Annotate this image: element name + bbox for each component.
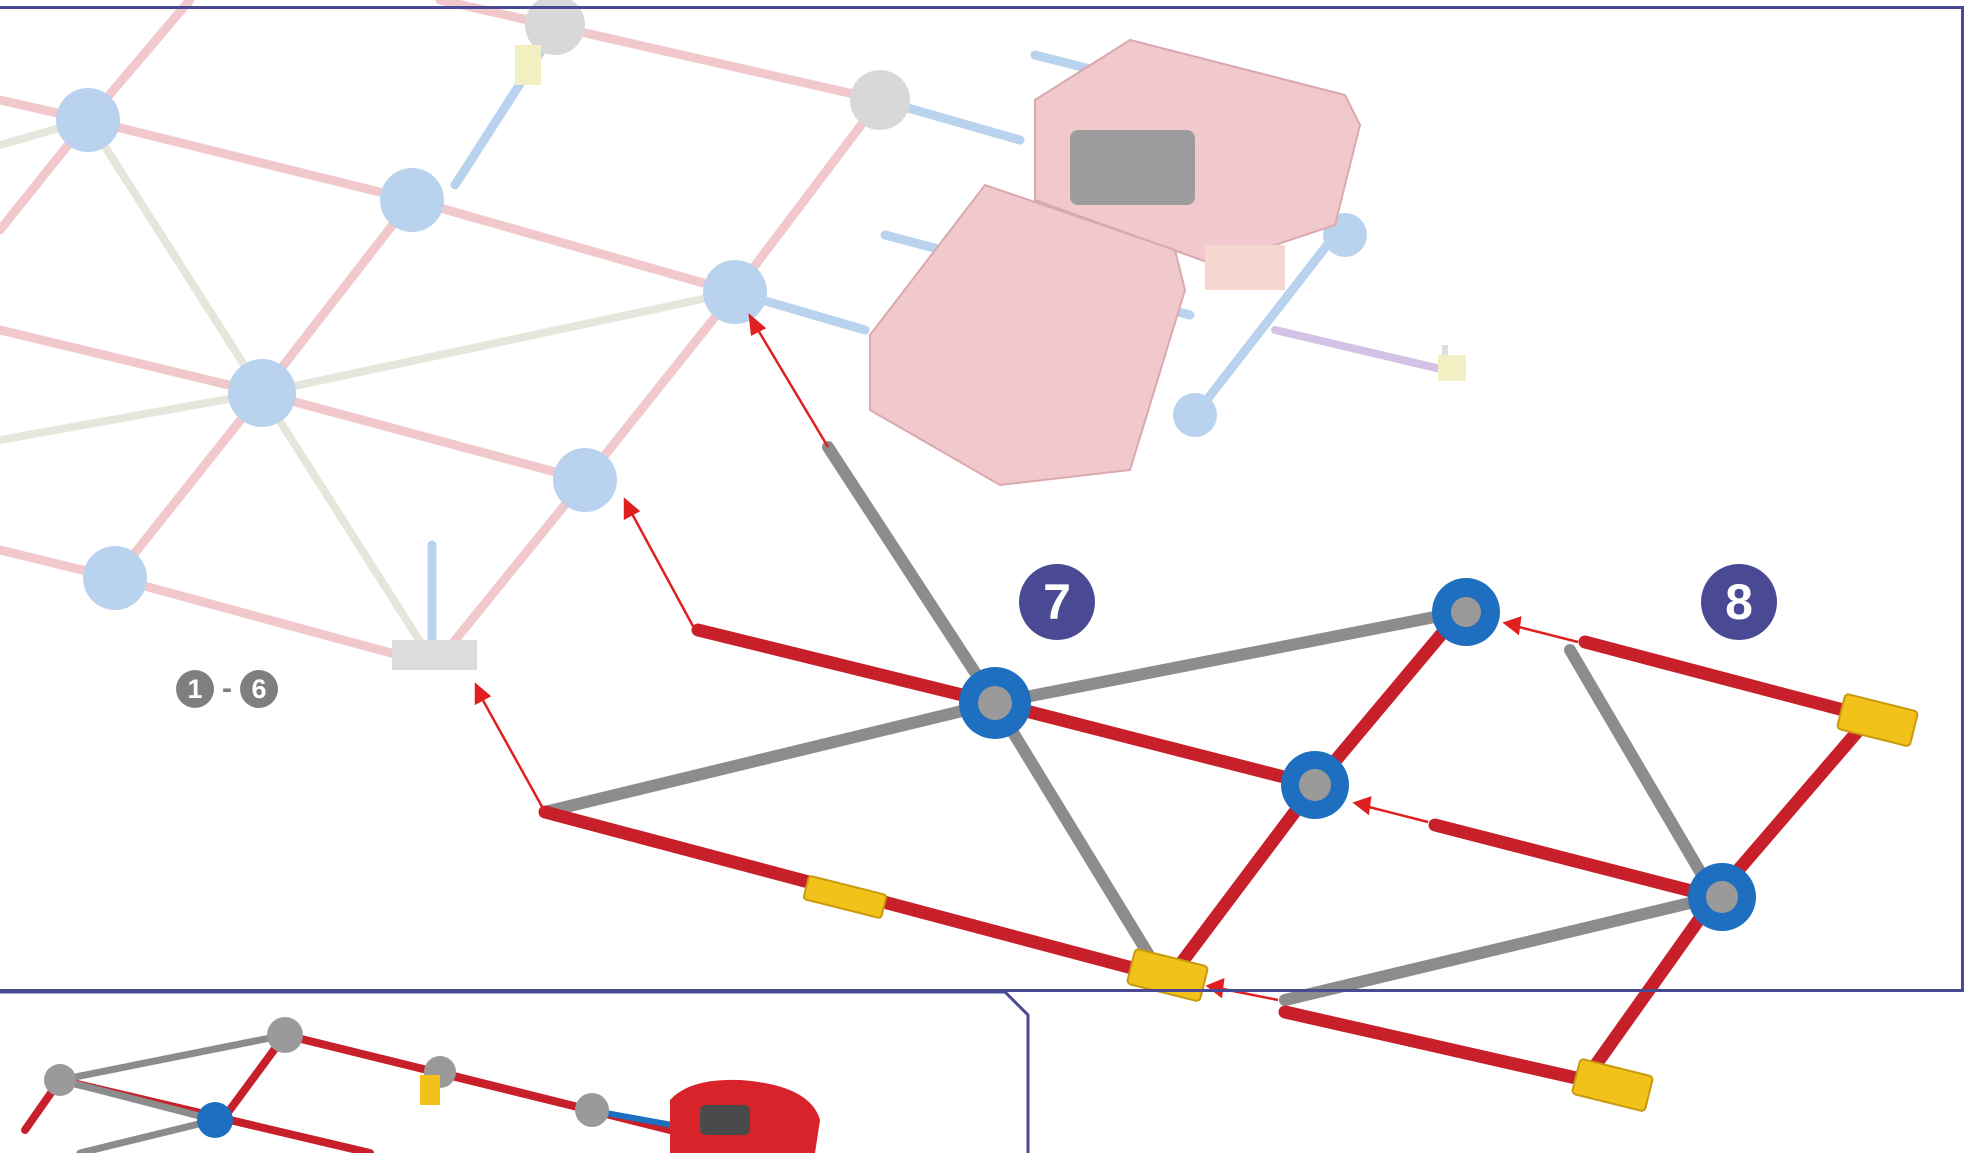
ghost-hub bbox=[703, 260, 767, 324]
yellow-connector bbox=[802, 875, 888, 919]
yellow-connector bbox=[1836, 693, 1919, 747]
arrow-head bbox=[1502, 616, 1522, 636]
step-number-badge: 7 bbox=[1019, 564, 1095, 640]
ghost-rod bbox=[435, 0, 885, 105]
step-number-badge: 8 bbox=[1701, 564, 1777, 640]
red-rod bbox=[988, 696, 1322, 792]
inset-hub bbox=[267, 1017, 303, 1053]
red-rod bbox=[1278, 1005, 1592, 1087]
grey-rod bbox=[539, 697, 1001, 818]
ghost-rod bbox=[110, 388, 267, 583]
ghost-hub bbox=[1173, 393, 1217, 437]
ghost-connector bbox=[515, 45, 541, 85]
blue-connector-cap bbox=[978, 686, 1012, 720]
red-rod bbox=[691, 623, 1002, 710]
step-number: 8 bbox=[1725, 574, 1753, 630]
arrow bbox=[628, 509, 696, 629]
arrow-head bbox=[623, 497, 641, 521]
ghost-rod bbox=[258, 288, 739, 397]
inset-hub bbox=[44, 1064, 76, 1096]
ghost-hub bbox=[83, 546, 147, 610]
arrow bbox=[1217, 986, 1279, 1002]
arrow bbox=[753, 324, 830, 448]
ghost-motor-lower bbox=[869, 183, 1285, 487]
arrow-head bbox=[748, 312, 767, 336]
red-rod bbox=[1428, 818, 1722, 904]
ghost-rod bbox=[730, 95, 885, 297]
ghost-rod bbox=[1271, 326, 1449, 374]
previous-steps-label: 1 - 6 bbox=[176, 670, 278, 708]
assembly-arrows bbox=[474, 312, 1579, 1002]
ghost-connector bbox=[392, 640, 477, 670]
ghost-rod bbox=[84, 116, 266, 397]
arrow bbox=[1514, 624, 1579, 644]
ghost-rod bbox=[257, 195, 417, 398]
inset-rod bbox=[76, 1116, 219, 1153]
ghost-rod bbox=[110, 573, 440, 670]
ghost-rod bbox=[580, 287, 740, 485]
ghost-hub bbox=[850, 70, 910, 130]
grey-rod bbox=[1564, 644, 1721, 903]
step-number: 7 bbox=[1043, 574, 1071, 630]
yellow-connector bbox=[1126, 948, 1209, 1002]
previous-step-separator: - bbox=[222, 672, 232, 705]
red-rod bbox=[1308, 605, 1467, 792]
ghost-hub bbox=[56, 88, 120, 152]
blue-connector-cap bbox=[1451, 597, 1481, 627]
arrow-head bbox=[1352, 796, 1372, 816]
new-parts bbox=[474, 312, 1919, 1112]
arrow-head bbox=[474, 682, 492, 706]
grey-rod bbox=[989, 697, 1161, 971]
yellow-connector bbox=[1571, 1058, 1654, 1112]
blue-connector-cap bbox=[1299, 769, 1331, 801]
ghost-rod bbox=[430, 475, 590, 670]
red-rod bbox=[1163, 778, 1322, 985]
ghost-rod bbox=[257, 388, 590, 485]
inset-rod bbox=[426, 1066, 694, 1139]
grey-rod bbox=[1279, 891, 1721, 1006]
inset-border bbox=[0, 990, 1030, 1153]
red-rod bbox=[1578, 635, 1877, 724]
ghost-rod bbox=[1190, 230, 1340, 420]
ghost-hub bbox=[553, 448, 617, 512]
ghost-hub bbox=[228, 359, 296, 427]
previous-step-start: 1 bbox=[176, 670, 214, 708]
ghost-motor-upper bbox=[1034, 38, 1362, 267]
ghost-rod bbox=[0, 389, 266, 444]
ghost-hub bbox=[525, 0, 585, 55]
arrow-head bbox=[1205, 978, 1225, 999]
inset-preview bbox=[0, 990, 1030, 1153]
ghost-hub bbox=[380, 168, 444, 232]
red-rod bbox=[1708, 710, 1877, 904]
ghost-hubs bbox=[56, 0, 1466, 670]
ghost-rod bbox=[258, 389, 439, 669]
previous-step-end: 6 bbox=[240, 670, 278, 708]
arrow bbox=[478, 694, 547, 813]
inset-connector bbox=[420, 1075, 440, 1105]
grey-rod bbox=[822, 441, 1001, 709]
inset-rod bbox=[56, 1031, 289, 1084]
blue-connectors bbox=[959, 578, 1756, 931]
inset-rod bbox=[56, 1076, 219, 1124]
ghost-connector bbox=[1438, 355, 1466, 381]
red-rod bbox=[1578, 890, 1722, 1087]
grey-rod bbox=[989, 606, 1466, 709]
ghost-structure bbox=[0, 0, 1466, 670]
ghost-rod bbox=[0, 325, 267, 398]
ghost-rod bbox=[407, 195, 740, 297]
blue-connector-cap bbox=[1706, 881, 1738, 913]
inset-hub bbox=[575, 1093, 609, 1127]
inset-hub bbox=[197, 1102, 233, 1138]
ghost-rod bbox=[83, 115, 417, 205]
yellow-connectors bbox=[802, 693, 1919, 1112]
arrow bbox=[1364, 804, 1429, 824]
inset-motor-window bbox=[700, 1105, 750, 1135]
